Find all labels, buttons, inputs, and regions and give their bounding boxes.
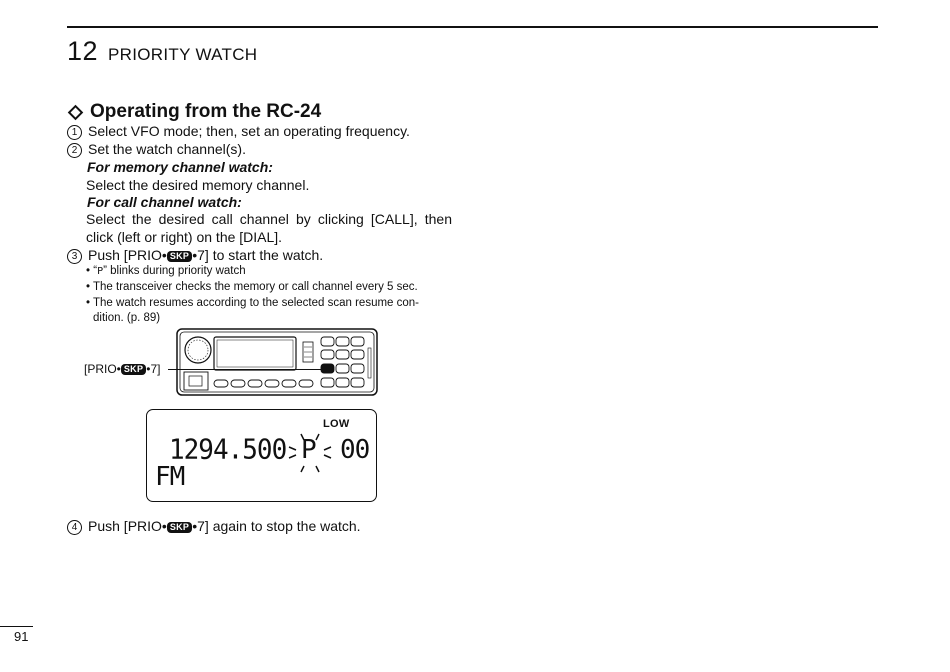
lcd-display: LOW 1294.500 P 00 FM — [146, 409, 377, 502]
step-4-text-post: •7] again to stop the watch. — [192, 518, 361, 534]
call-watch-text-1: Select the desired call channel by click… — [86, 211, 452, 227]
step-1: 1 Select VFO mode; then, set an operating… — [67, 123, 410, 140]
step-3: 3 Push [PRIO•SKP•7] to start the watch. — [67, 247, 323, 264]
step-3-text-pre: Push [PRIO• — [88, 247, 167, 263]
step-4-text-pre: Push [PRIO• — [88, 518, 167, 534]
prio-7-key[interactable] — [320, 363, 335, 374]
section-heading: Operating from the RC-24 — [66, 101, 321, 123]
bullet-1-post: ” blinks during priority watch — [103, 265, 246, 277]
callout-pre: [PRIO• — [84, 362, 121, 376]
bullet-1: • “P” blinks during priority watch — [86, 264, 246, 279]
page-number: 91 — [14, 629, 29, 644]
callout-skp-badge: SKP — [120, 364, 147, 375]
chapter-header: 12 PRIORITY WATCH — [67, 36, 257, 67]
lcd-frequency: 1294.500 — [169, 434, 287, 466]
call-watch-heading: For call channel watch: — [87, 194, 242, 210]
call-watch-text-2: click (left or right) on the [DIAL]. — [86, 229, 283, 245]
skp-badge: SKP — [166, 251, 193, 262]
step-2-marker: 2 — [67, 143, 82, 158]
step-3-marker: 3 — [67, 249, 82, 264]
step-4-skp-badge: SKP — [166, 522, 193, 533]
prio-key-callout: [PRIO•SKP•7] — [84, 362, 161, 376]
chapter-title: PRIORITY WATCH — [108, 45, 258, 64]
step-4-marker: 4 — [67, 520, 82, 535]
lcd-priority-indicator: P — [301, 435, 317, 465]
step-2-text: Set the watch channel(s). — [88, 141, 246, 157]
bullet-3-line-2: dition. (p. 89) — [93, 312, 161, 324]
bullet-1-pre: • “ — [86, 265, 98, 277]
priority-glyph: P — [97, 266, 104, 277]
callout-post: •7] — [146, 362, 161, 376]
step-1-marker: 1 — [67, 125, 82, 140]
memory-watch-heading: For memory channel watch: — [87, 159, 273, 175]
bullet-2: • The transceiver checks the memory or c… — [86, 281, 418, 293]
page-tab-rule — [0, 626, 33, 627]
step-3-text-post: •7] to start the watch. — [192, 247, 324, 263]
lcd-mode: FM — [155, 462, 185, 492]
step-1-text: Select VFO mode; then, set an operating … — [88, 123, 410, 139]
rc24-controller-illustration — [176, 328, 378, 396]
bullet-3-line-1: • The watch resumes according to the sel… — [86, 297, 420, 309]
chapter-number: 12 — [67, 36, 99, 66]
lcd-channel: 00 — [340, 435, 370, 465]
dial-knob-icon — [184, 336, 212, 364]
top-rule — [67, 26, 878, 28]
blink-rays-icon — [288, 433, 332, 473]
section-title: Operating from the RC-24 — [90, 101, 322, 122]
step-2: 2 Set the watch channel(s). — [67, 141, 246, 158]
memory-watch-text: Select the desired memory channel. — [86, 177, 310, 193]
step-4: 4 Push [PRIO•SKP•7] again to stop the wat… — [67, 518, 361, 535]
lcd-low-indicator: LOW — [323, 418, 350, 430]
controller-display — [213, 336, 297, 371]
diamond-icon — [67, 104, 84, 120]
callout-leader-line — [168, 369, 325, 370]
